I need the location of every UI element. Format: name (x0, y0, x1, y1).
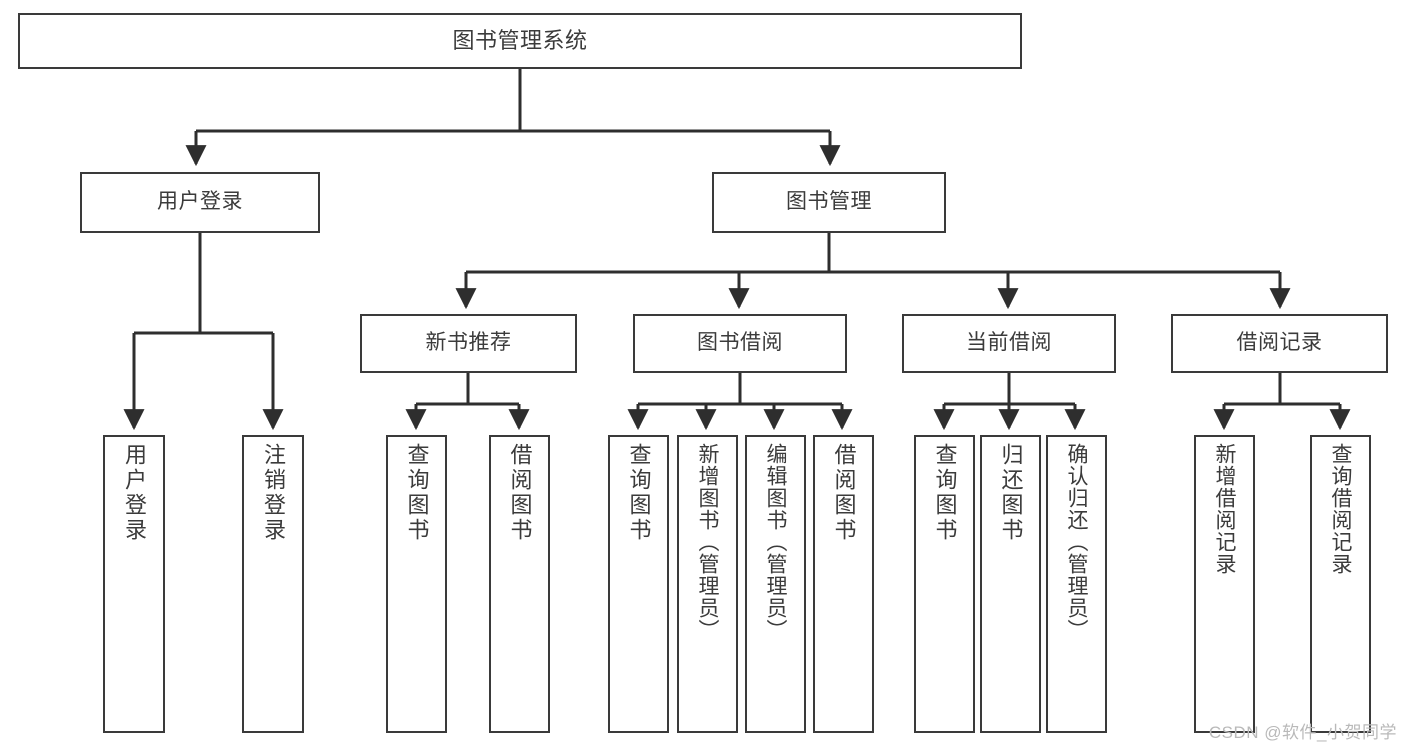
node-leaf-borrow-book-2[interactable]: 借阅图书 (813, 435, 874, 733)
node-user-login[interactable]: 用户登录 (80, 172, 320, 233)
node-label: 编辑图书（管理员） (764, 443, 787, 641)
node-label: 借阅图书 (831, 443, 857, 543)
node-leaf-edit-book[interactable]: 编辑图书（管理员） (745, 435, 806, 733)
node-leaf-query-book-3[interactable]: 查询图书 (914, 435, 975, 733)
node-leaf-query-record[interactable]: 查询借阅记录 (1310, 435, 1371, 733)
node-label: 查询图书 (404, 443, 430, 543)
node-book-manage[interactable]: 图书管理 (712, 172, 946, 233)
node-label: 确认归还（管理员） (1065, 443, 1088, 641)
node-label: 新书推荐 (425, 331, 512, 355)
node-label: 注销登录 (261, 443, 286, 543)
node-current-borrow[interactable]: 当前借阅 (902, 314, 1116, 373)
node-label: 图书管理系统 (452, 28, 588, 54)
node-leaf-logout-login[interactable]: 注销登录 (242, 435, 304, 733)
node-book-borrow[interactable]: 图书借阅 (633, 314, 847, 373)
node-borrow-record[interactable]: 借阅记录 (1171, 314, 1388, 373)
node-label: 用户登录 (122, 443, 147, 543)
node-label: 新增借阅记录 (1213, 443, 1236, 575)
node-leaf-add-record[interactable]: 新增借阅记录 (1194, 435, 1255, 733)
node-leaf-borrow-book-1[interactable]: 借阅图书 (489, 435, 550, 733)
node-leaf-user-login[interactable]: 用户登录 (103, 435, 165, 733)
node-leaf-query-book-2[interactable]: 查询图书 (608, 435, 669, 733)
node-label: 查询图书 (626, 443, 652, 543)
node-label: 查询图书 (932, 443, 958, 543)
node-leaf-add-book[interactable]: 新增图书（管理员） (677, 435, 738, 733)
node-leaf-confirm-return[interactable]: 确认归还（管理员） (1046, 435, 1107, 733)
node-label: 查询借阅记录 (1329, 443, 1352, 575)
node-new-book-recommend[interactable]: 新书推荐 (360, 314, 577, 373)
node-root-system[interactable]: 图书管理系统 (18, 13, 1022, 69)
node-label: 归还图书 (998, 443, 1024, 543)
node-label: 图书借阅 (697, 331, 783, 355)
node-label: 借阅记录 (1236, 331, 1323, 355)
watermark-text: CSDN @软件_小贺同学 (1208, 723, 1397, 742)
node-label: 新增图书（管理员） (696, 443, 719, 641)
node-label: 当前借阅 (966, 331, 1052, 355)
node-leaf-return-book[interactable]: 归还图书 (980, 435, 1041, 733)
node-label: 图书管理 (786, 190, 872, 214)
node-label: 借阅图书 (507, 443, 533, 543)
node-leaf-query-book-1[interactable]: 查询图书 (386, 435, 447, 733)
node-label: 用户登录 (157, 190, 243, 214)
